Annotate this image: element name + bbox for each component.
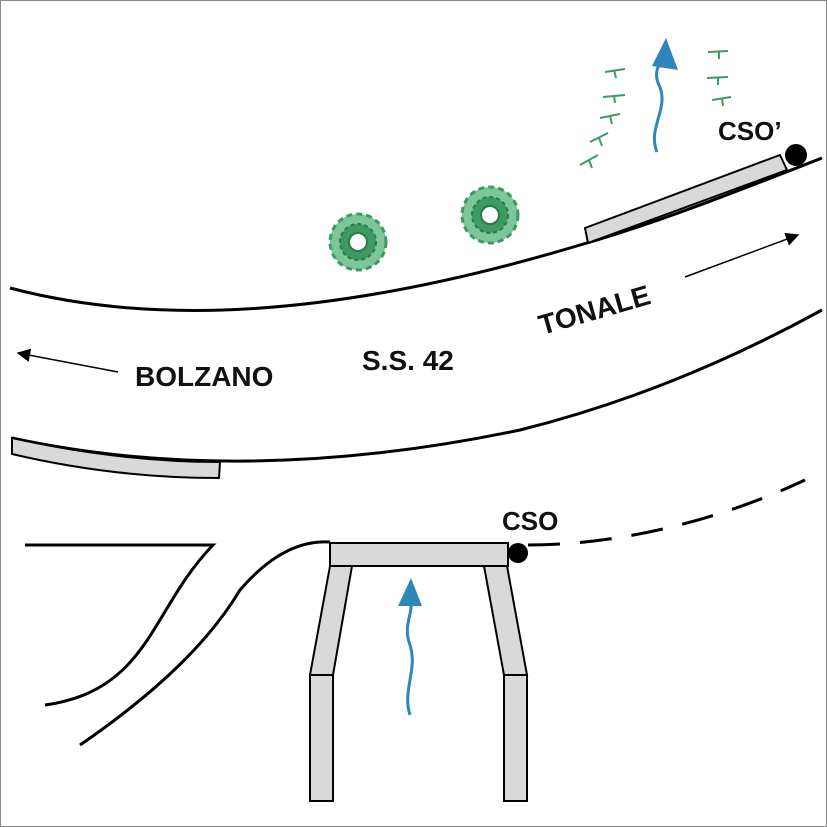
direction-arrow-right [684,232,800,278]
outfall-point-icon [508,543,528,563]
culvert-wall-left-lower [309,674,334,802]
direction-arrow-left [16,348,119,373]
side-road-left [25,543,217,707]
road-edge-bottom [11,308,823,463]
label-cso-prime: CSO’ [718,116,782,146]
drainage-dashed-line [527,478,806,547]
label-bolzano: BOLZANO [135,361,273,392]
outfall-point-icon [785,144,807,166]
culvert-wall-right-lower [503,674,528,802]
barrier-top-right [583,153,789,245]
water-flow-arrow-icon [652,38,678,153]
culvert-wall-left-upper [308,565,354,676]
water-flow-arrow-icon [398,578,422,716]
label-cso: CSO [502,506,558,536]
tree-icon [460,185,520,245]
tree-icon [328,212,388,272]
label-road-number: S.S. 42 [362,345,454,376]
side-road-curve [79,540,331,747]
label-tonale: TONALE [535,279,654,340]
culvert-wall-right-upper [482,565,529,676]
grass-tuft-icon [579,50,732,169]
culvert-deck [329,542,509,567]
barrier-bottom-left [11,436,222,480]
road-edge-top [9,156,823,312]
